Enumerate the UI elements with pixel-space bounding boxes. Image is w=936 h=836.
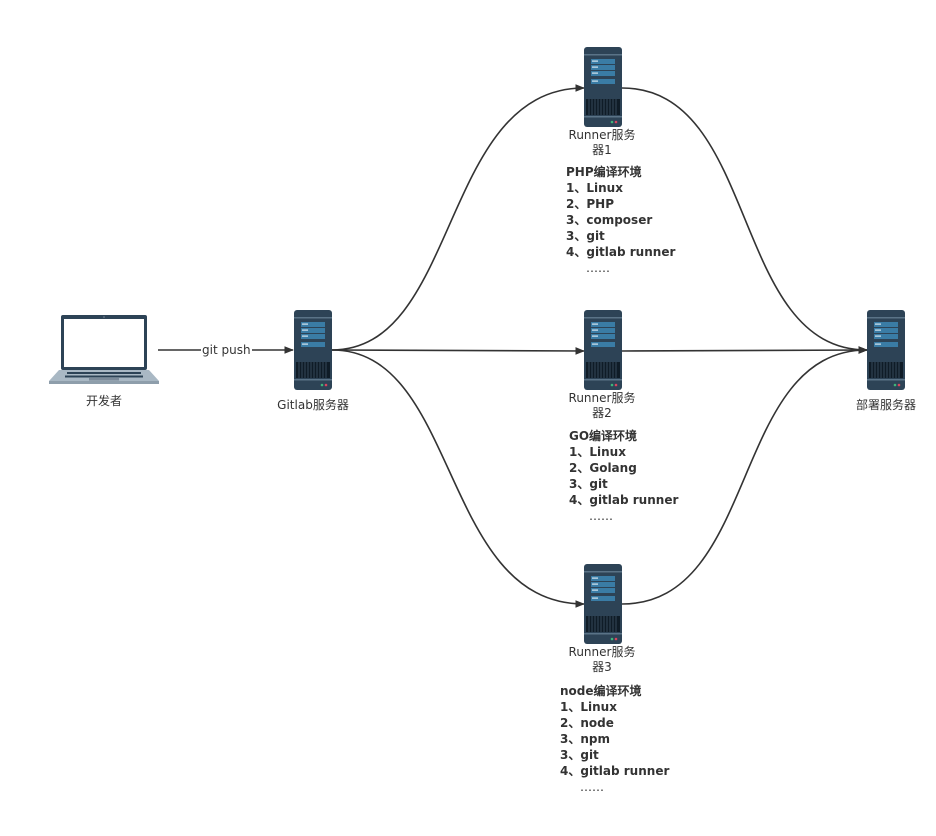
env-item: 2、PHP: [566, 197, 614, 211]
node-runner3[interactable]: [584, 564, 622, 648]
edge-runner3-deploy[interactable]: [621, 346, 868, 605]
laptop-icon: [49, 315, 159, 384]
node-deploy[interactable]: [867, 310, 905, 394]
node-runner1[interactable]: [584, 47, 622, 131]
server-icon: [584, 310, 622, 390]
env-title: GO编译环境: [569, 429, 638, 443]
env-item: 1、Linux: [566, 181, 623, 195]
env-ellipsis: ……: [589, 509, 613, 523]
env-list-go: GO编译环境 1、Linux 2、Golang 3、git 4、gitlab r…: [569, 428, 678, 524]
env-item: 4、gitlab runner: [560, 764, 670, 778]
env-title: PHP编译环境: [566, 165, 642, 179]
edge-label-git-push: git push: [201, 343, 252, 357]
env-list-node: node编译环境 1、Linux 2、node 3、npm 3、git 4、gi…: [560, 683, 669, 795]
edge-gitlab-runner3[interactable]: [331, 349, 585, 608]
env-ellipsis: ……: [580, 780, 604, 794]
node-label-gitlab: Gitlab服务器: [277, 398, 349, 412]
edge-runner2-deploy[interactable]: [621, 346, 868, 354]
server-icon: [584, 47, 622, 127]
env-item: 2、node: [560, 716, 614, 730]
node-gitlab[interactable]: [294, 310, 332, 394]
env-item: 3、git: [569, 477, 608, 491]
env-item: 3、composer: [566, 213, 653, 227]
env-title: node编译环境: [560, 684, 642, 698]
node-label-runner1: Runner服务器1: [568, 128, 636, 157]
env-item: 3、git: [560, 748, 599, 762]
env-list-php: PHP编译环境 1、Linux 2、PHP 3、composer 3、git 4…: [566, 164, 675, 276]
env-ellipsis: ……: [586, 261, 610, 275]
server-icon: [294, 310, 332, 390]
env-item: 1、Linux: [560, 700, 617, 714]
server-icon: [584, 564, 622, 644]
edge-runner1-deploy[interactable]: [621, 87, 868, 354]
edge-gitlab-runner2[interactable]: [331, 347, 585, 355]
env-item: 2、Golang: [569, 461, 637, 475]
env-item: 1、Linux: [569, 445, 626, 459]
edge-gitlab-runner1[interactable]: [331, 84, 585, 351]
env-item: 4、gitlab runner: [569, 493, 679, 507]
node-developer[interactable]: [49, 315, 159, 389]
node-label-developer: 开发者: [85, 394, 122, 408]
node-label-runner2: Runner服务器2: [568, 391, 636, 420]
node-runner2[interactable]: [584, 310, 622, 394]
server-icon: [867, 310, 905, 390]
env-item: 3、git: [566, 229, 605, 243]
env-item: 4、gitlab runner: [566, 245, 676, 259]
env-item: 3、npm: [560, 732, 610, 746]
node-label-deploy: 部署服务器: [855, 398, 916, 412]
node-label-runner3: Runner服务器3: [568, 645, 636, 674]
